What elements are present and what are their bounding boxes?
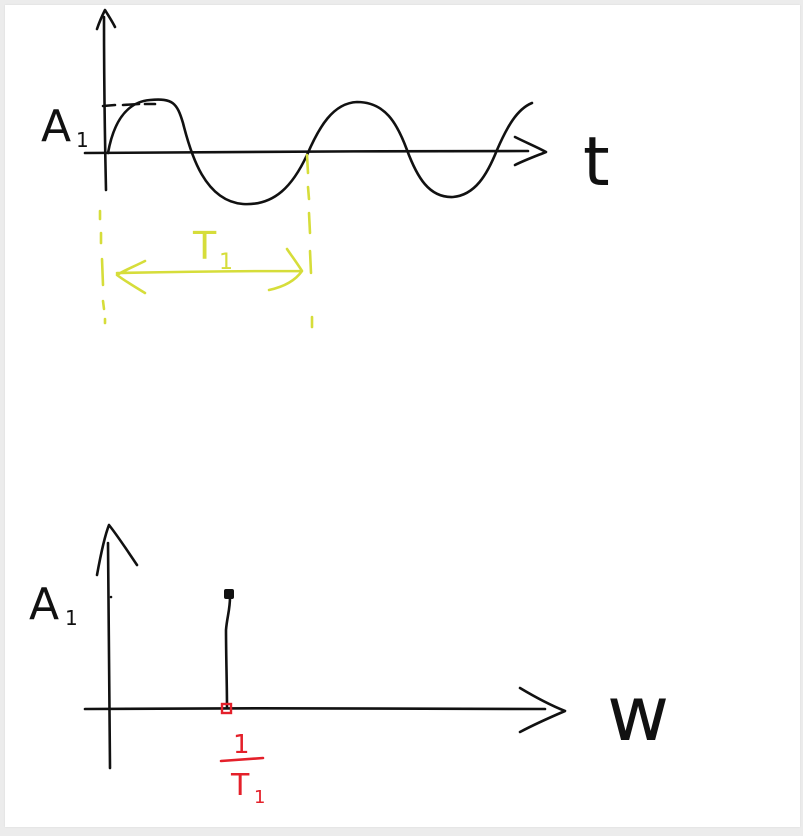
period-marker: T 1 (98, 153, 314, 329)
time-x-arrowhead (513, 135, 548, 167)
time-amplitude-label: A (41, 101, 71, 152)
freq-amplitude-label: A (29, 579, 59, 630)
period-label: T (192, 224, 217, 268)
period-left-dashed-line (98, 209, 107, 325)
period-subscript: 1 (219, 250, 233, 275)
drawing-canvas: A 1 t T 1 A 1 w 1 T (5, 5, 800, 827)
freq-y-axis (106, 541, 112, 770)
amplitude-dash-mark (101, 102, 157, 108)
period-double-arrow (115, 247, 304, 295)
freq-amplitude-subscript: 1 (65, 606, 78, 630)
freq-x-axis (83, 706, 547, 711)
time-y-arrowhead (95, 8, 117, 31)
frequency-tick-denominator: T (230, 768, 250, 803)
frequency-domain-plot: A 1 w (29, 523, 669, 770)
time-axis-label: t (583, 123, 610, 202)
spectral-line-stem (224, 595, 232, 710)
frequency-tick-point (220, 702, 233, 715)
freq-axis-dot (109, 595, 113, 599)
frequency-tick-denominator-subscript: 1 (254, 787, 265, 808)
frequency-tick-fraction-bar (219, 756, 265, 763)
frequency-tick-marker: 1 T 1 (219, 702, 265, 808)
spectral-line-tip (224, 589, 234, 599)
sketch-svg: A 1 t T 1 A 1 w 1 T (29, 8, 669, 808)
freq-x-arrowhead (518, 686, 567, 734)
time-x-axis (83, 149, 530, 155)
freq-axis-label: w (607, 669, 669, 758)
time-amplitude-subscript: 1 (76, 128, 89, 152)
time-domain-plot: A 1 t (41, 8, 610, 206)
period-right-dashed-line (305, 153, 314, 329)
sine-wave (106, 98, 534, 206)
time-y-axis (102, 15, 108, 192)
freq-y-arrowhead (95, 523, 139, 577)
frequency-tick-numerator: 1 (233, 730, 250, 760)
